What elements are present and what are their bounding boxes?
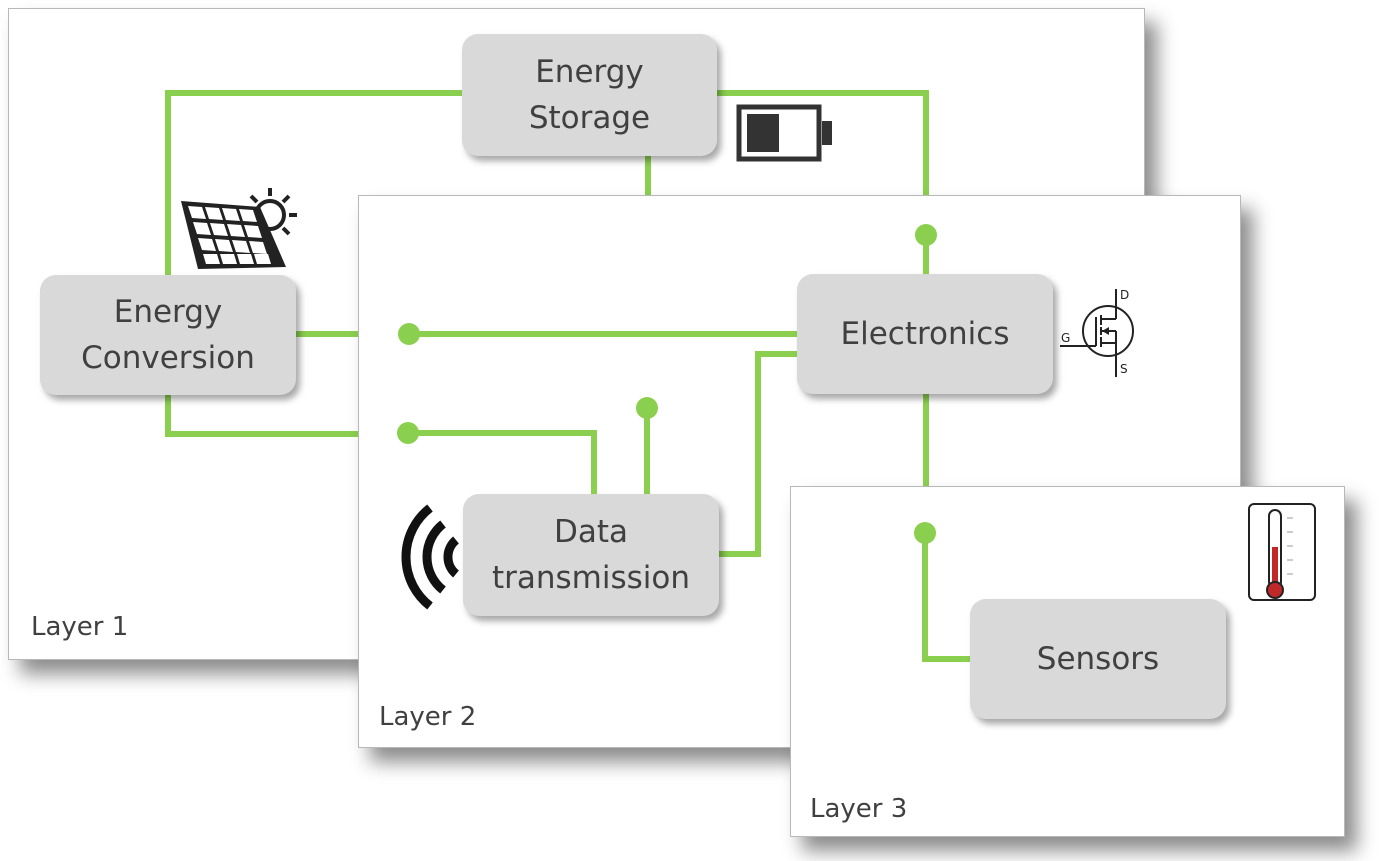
wire-data-right: [717, 551, 761, 557]
electronics-text: Electronics: [840, 316, 1010, 352]
wire-data-up: [644, 408, 650, 496]
data-transmission-text: Data transmission: [491, 514, 691, 596]
connector-dot-data-top: [636, 397, 658, 419]
wire-conversion-right: [295, 331, 360, 337]
wire-storage-left: [165, 90, 465, 96]
wire-sensors-horizontal: [922, 656, 974, 662]
mosfet-transistor-icon: D G S: [1060, 288, 1134, 377]
wire-left-vertical: [165, 90, 171, 275]
sensors-block: Sensors: [970, 599, 1226, 719]
thermometer-icon: [1248, 503, 1316, 601]
connector-dot-sensors-top: [914, 522, 936, 544]
energy-conversion-text: Energy Conversion: [81, 294, 255, 376]
wire-right-vertical: [923, 90, 929, 195]
wire-electronics-up: [923, 236, 929, 276]
electronics-block: Electronics: [797, 274, 1053, 394]
energy-storage-text: Energy Storage: [528, 54, 651, 136]
energy-storage-block: Energy Storage: [462, 34, 717, 156]
energy-conversion-block: Energy Conversion: [40, 275, 296, 395]
wire-data-vertical: [755, 351, 761, 557]
connector-dot-left-lower: [397, 422, 419, 444]
connector-dot-left-upper: [398, 323, 420, 345]
transistor-gate-label: G: [1061, 331, 1070, 345]
wire-sensors-vertical: [922, 532, 928, 662]
transistor-source-label: S: [1120, 362, 1128, 376]
wire-dot-to-data-h: [408, 430, 597, 436]
wire-data-to-electronics: [755, 351, 801, 357]
wire-electronics-down: [923, 393, 929, 488]
solar-panel-icon: [181, 188, 297, 269]
layer-2-label: Layer 2: [379, 702, 477, 732]
layer-3-label: Layer 3: [810, 794, 908, 824]
layer-1-label: Layer 1: [31, 612, 129, 642]
battery-icon: [736, 104, 832, 162]
data-transmission-block: Data transmission: [463, 494, 719, 616]
wire-dot-to-data-v: [591, 430, 597, 496]
wire-dot-to-electronics: [409, 331, 801, 337]
wire-conversion-down: [165, 395, 171, 437]
sensors-text: Sensors: [1036, 641, 1160, 677]
connector-dot-electronics-top: [915, 224, 937, 246]
transistor-drain-label: D: [1120, 288, 1129, 302]
wireless-signal-icon: [401, 504, 460, 610]
wire-storage-down: [645, 155, 651, 195]
wire-storage-right: [715, 90, 929, 96]
wire-conversion-bottom: [165, 431, 360, 437]
